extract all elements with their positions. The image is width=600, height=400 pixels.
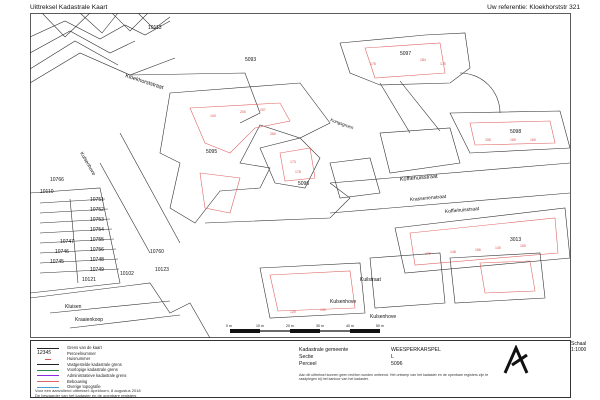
parcel-number: 10110: [40, 189, 54, 195]
parcel-number: 10754: [90, 227, 104, 233]
scale-label: 0 m: [226, 324, 232, 328]
kadaster-logo-icon: [503, 345, 529, 374]
scale-label: 20 m: [286, 324, 294, 328]
house-number: 178: [295, 170, 301, 174]
legend-item: 12345 Perceelnummer: [37, 349, 96, 356]
street-label: Krassenenstraat: [410, 194, 447, 203]
legend-panel: Grens van de kaart 12345 Perceelnummer H…: [30, 340, 586, 398]
parcel-number: 3013: [510, 237, 521, 243]
house-number: 160: [530, 138, 536, 142]
house-number: 140: [495, 246, 501, 250]
parcel-number: 5097: [400, 51, 411, 57]
street-label: Kluisen: [65, 304, 82, 310]
street-label: Koffiehuisstraat: [445, 206, 480, 215]
parcel-number: 10123: [155, 267, 169, 273]
parcel-number: 10753: [90, 217, 104, 223]
scale-label: 40 m: [346, 324, 354, 328]
house-number: 156: [475, 248, 481, 252]
legend-item: Huisnummer: [35, 356, 175, 362]
house-number: 100: [210, 114, 216, 118]
street-label: Koffiehuisstraat: [400, 174, 439, 183]
scale-label: 10 m: [256, 324, 264, 328]
parcel-number: 5098: [510, 129, 521, 135]
legend-note: Voor een aanvullend uittreksel: Apeldoor…: [35, 388, 141, 393]
disclaimer: Aan dit uittreksel kunnen geen rechten w…: [299, 373, 489, 382]
legend-item: Administratieve kadastrale grens: [35, 373, 175, 379]
parcel-number: 10102: [120, 271, 134, 277]
house-number: 173: [290, 160, 296, 164]
parcel-number: 10766: [50, 177, 64, 183]
parcel-number: 10113: [148, 25, 162, 31]
house-number: 150: [520, 244, 526, 248]
house-number: 165: [510, 138, 516, 142]
legend-list: Grens van de kaart 12345 Perceelnummer H…: [35, 345, 175, 390]
parcel-number: 10747: [60, 239, 74, 245]
house-number: 184: [420, 58, 426, 62]
parcel-number: 10748: [90, 257, 104, 263]
parcel-number: 10760: [150, 249, 164, 255]
parcel-number: 5096: [298, 181, 309, 187]
legend-item: Bebouwing: [35, 379, 175, 385]
parcel-number: 10746: [55, 249, 69, 255]
house-number: 130: [320, 308, 326, 312]
scale-label: 50 m: [376, 324, 384, 328]
parcel-number: 5095: [206, 149, 217, 155]
house-number: 200: [240, 110, 246, 114]
scale-title: Schaal 1:1000: [571, 341, 587, 353]
legend-item: Overige topografie: [35, 384, 175, 390]
parcel-number: 10121: [82, 277, 96, 283]
house-number: 175: [440, 62, 446, 66]
reference: Uw referentie: Kloekhorststr 321: [487, 4, 580, 11]
parcel-number: 10749: [90, 267, 104, 273]
house-number: 172: [425, 252, 431, 256]
scale-label: 30 m: [316, 324, 324, 328]
map-border: [30, 13, 571, 338]
house-number: 120: [290, 310, 296, 314]
house-number: 155: [485, 138, 491, 142]
parcel-number: 10755: [90, 237, 104, 243]
parcel-number: 10752: [90, 207, 104, 213]
street-label: Kulsenhove: [330, 299, 356, 305]
legend-note: De bewaarder van het kadaster en de open…: [35, 393, 137, 398]
legend-item: Voorlopige kadastrale grens: [35, 367, 175, 373]
house-number: 148: [450, 250, 456, 254]
street-label: Kraaienkoop: [75, 317, 103, 323]
house-number: 175: [370, 62, 376, 66]
street-label: Kuilstraat: [360, 277, 381, 283]
parcel-number: 10756: [90, 247, 104, 253]
legend-item: Vastgestelde kadastrale grens: [35, 362, 175, 368]
parcel-number: 5093: [245, 57, 256, 63]
house-number: 207: [260, 108, 266, 112]
parcel-number: 10745: [50, 259, 64, 265]
map-svg: KloekhorststraatKongsgroenKoffiehuisstra…: [29, 12, 571, 339]
map-title: Uittreksel Kadastrale Kaart: [30, 4, 108, 11]
parcel-number: 10751: [90, 197, 104, 203]
house-number: 260: [270, 132, 276, 136]
perceelnummer-sample: 12345: [37, 349, 51, 356]
legend-item: Grens van de kaart: [35, 345, 175, 351]
street-label: Kulsenhove: [370, 314, 396, 320]
